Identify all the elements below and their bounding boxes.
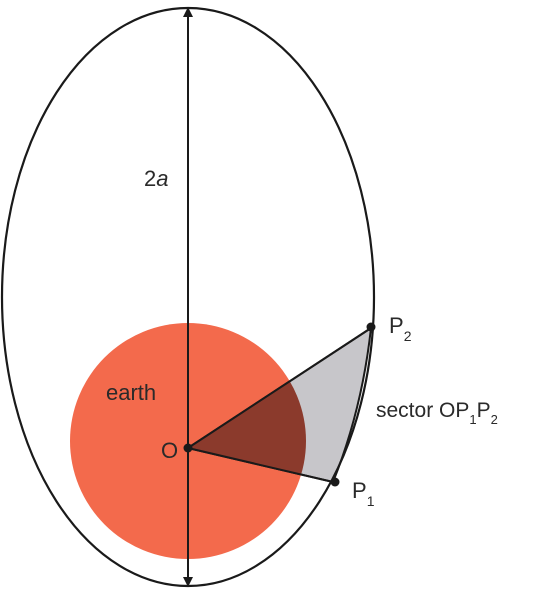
sector-edges	[187, 327, 372, 483]
earth-label: earth	[106, 380, 156, 405]
major-axis-label: 2a	[144, 166, 169, 191]
focus-point-o	[183, 443, 193, 453]
sector-label: sector OP1P2	[376, 399, 498, 427]
point-p2-label: P2	[389, 313, 412, 344]
point-p2	[366, 322, 376, 332]
sector-earth-overlap	[188, 328, 306, 482]
point-p1	[330, 477, 340, 487]
point-p1-label: P1	[352, 478, 375, 509]
focus-label: O	[161, 438, 178, 463]
